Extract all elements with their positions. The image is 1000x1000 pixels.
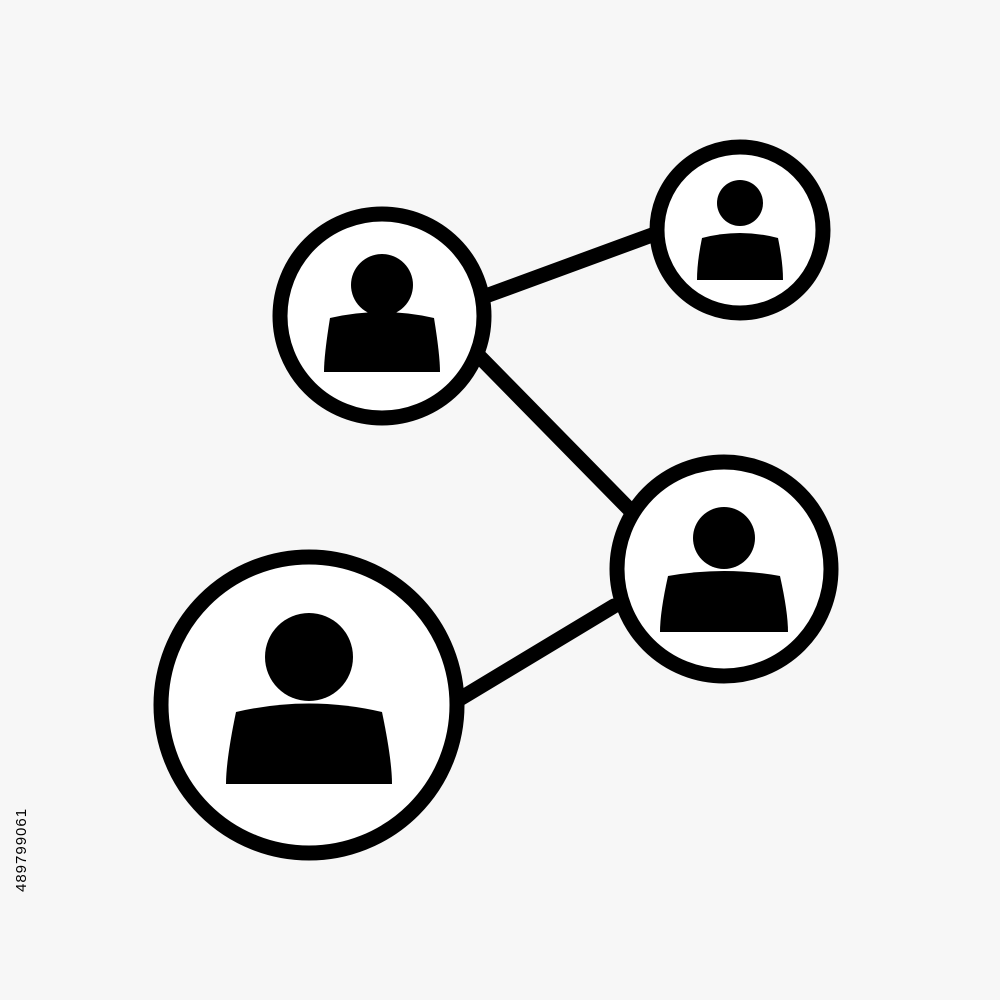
connection-line-middle — [465, 342, 642, 522]
user-icon — [226, 613, 392, 784]
connection-line-top — [475, 227, 660, 305]
user-icon — [697, 180, 783, 280]
connection-lines — [450, 227, 660, 708]
user-icon — [324, 254, 440, 372]
user-icon — [660, 507, 788, 632]
person-node-bottom-left — [153, 549, 465, 861]
person-node-top-left — [272, 206, 492, 426]
stock-id-label: 489799061 — [13, 807, 30, 893]
person-node-top-right — [649, 139, 831, 321]
connection-line-bottom — [450, 598, 622, 708]
person-node-middle-right — [609, 454, 839, 684]
